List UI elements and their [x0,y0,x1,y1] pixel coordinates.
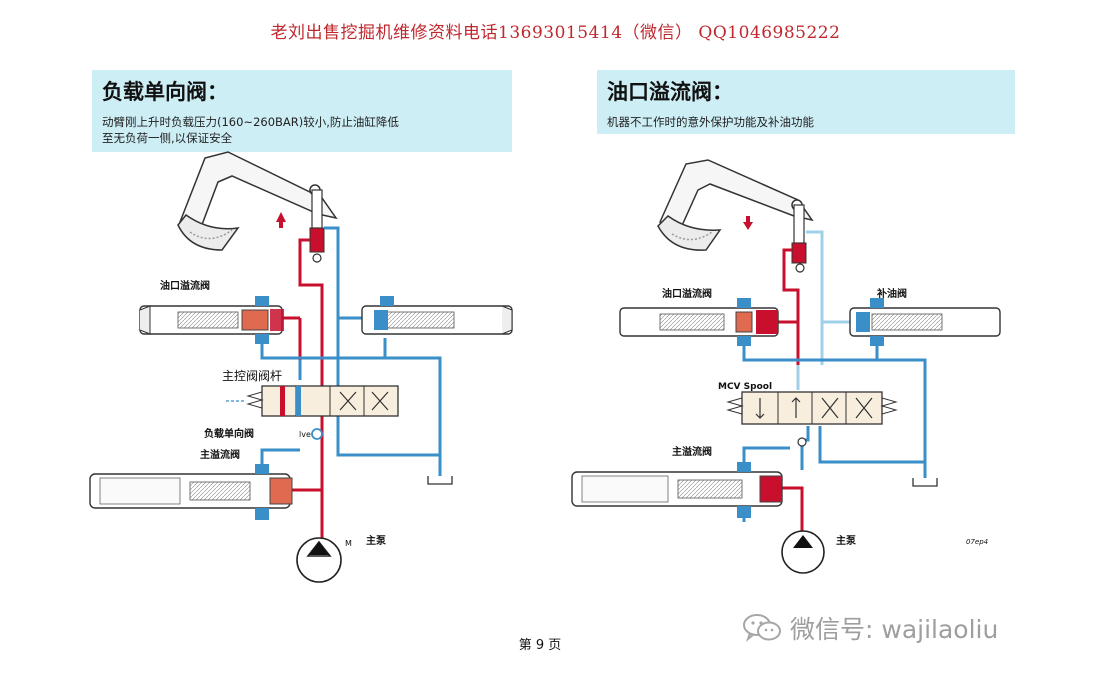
wechat-watermark: 微信号: wajilaoliu [742,608,998,648]
left-desc-line2: 至无负荷一侧,以保证安全 [102,131,233,145]
right-label-port-relief: 油口溢流阀 [662,287,712,300]
right-pressure-lines [778,248,804,540]
right-desc-line1: 机器不工作时的意外保护功能及补油功能 [607,115,814,129]
watermark-text: 微信号: wajilaoliu [790,615,999,644]
left-label-port-relief: 油口溢流阀 [160,279,210,292]
left-label-pump: 主泵 [366,534,387,547]
left-pump-icon [296,537,342,583]
wechat-icon [743,614,781,643]
right-diagram: 油口溢流阀 补油阀 MCV Spool 主溢流阀 主泵 07ep4 [571,159,1001,574]
left-desc-line1: 动臂刚上升时负载压力(160~260BAR)较小,防止油缸降低 [102,115,399,129]
right-label-spool: MCV Spool [718,382,772,392]
left-port-relief-valve [139,296,284,344]
left-main-relief-valve [89,464,293,520]
right-boom-cylinder [791,204,807,273]
left-load-check-valve [311,428,323,440]
left-diagram: 油口溢流阀 主控阀阀杆 负载单向阀 lve 主溢流阀 M 主泵 [89,151,513,583]
right-label-code: 07ep4 [966,538,988,546]
left-main-control-spool [226,385,399,417]
left-tank-icon [427,476,453,485]
right-tank-icon [912,478,938,487]
left-title: 负载单向阀： [102,80,228,104]
right-makeup-valve [849,298,1001,346]
right-load-check-valve [797,437,807,447]
right-title-box: 油口溢流阀： 机器不工作时的意外保护功能及补油功能 [597,70,1015,134]
right-return-lines [796,230,852,390]
right-main-control-spool [726,391,898,425]
left-boom-cylinder [309,189,325,263]
right-port-relief-valve [619,298,779,346]
left-title-box: 负载单向阀： 动臂刚上升时负载压力(160~260BAR)较小,防止油缸降低 至… [92,70,512,152]
left-label-lve: lve [299,430,311,439]
right-title: 油口溢流阀： [607,80,733,104]
right-label-makeup: 补油阀 [876,287,907,300]
right-excavator-arm [657,159,814,251]
left-up-arrow-icon [276,212,286,228]
right-main-relief-valve [571,462,783,518]
left-makeup-valve [361,296,513,335]
left-pressure-lines [282,238,324,550]
right-label-main-relief: 主溢流阀 [672,445,712,458]
right-pump-icon [781,530,825,574]
left-label-m: M [345,539,352,548]
right-label-pump: 主泵 [836,534,857,547]
banner-title: 老刘出售挖掘机维修资料电话13693015414（微信） QQ104698522… [270,23,841,43]
page-number: 第 9 页 [518,638,562,653]
left-label-check: 负载单向阀 [204,427,254,440]
left-return-lines [260,226,442,520]
left-label-spool: 主控阀阀杆 [222,369,282,383]
left-label-main-relief: 主溢流阀 [200,448,240,461]
right-down-arrow-icon [743,216,753,230]
